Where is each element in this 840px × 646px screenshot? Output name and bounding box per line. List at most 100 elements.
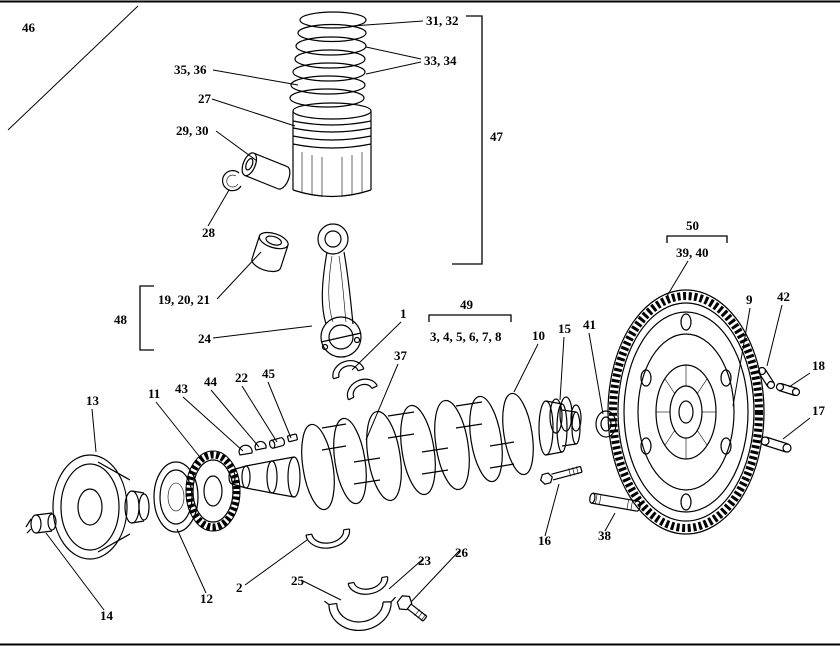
bracket-label-50: 50: [686, 218, 699, 233]
callout-label-17: 17: [812, 403, 826, 418]
callout-label-13: 13: [86, 393, 100, 408]
callout-label-3-4-5-6-7-8: 3, 4, 5, 6, 7, 8: [430, 329, 502, 344]
callout-label-16: 16: [538, 533, 552, 548]
leader-line-31-32: [351, 20, 424, 27]
small-end-bushing: [251, 231, 289, 273]
leader-line-17: [782, 417, 811, 440]
leader-line-26: [410, 550, 460, 603]
leader-line-46: [7, 5, 139, 131]
callout-label-14: 14: [100, 608, 114, 623]
leader-line-16: [544, 483, 560, 537]
callout-label-31-32: 31, 32: [426, 13, 459, 28]
leader-line-33-34: [365, 61, 422, 75]
leader-line-35-36: [212, 69, 299, 86]
callout-label-1: 1: [400, 306, 407, 321]
callout-label-25: 25: [291, 573, 305, 588]
front-bolt: [25, 512, 57, 534]
bracket-label-49: 49: [460, 297, 474, 312]
leader-line-13: [91, 408, 97, 453]
piston-pin: [241, 152, 291, 190]
leader-line-37: [365, 363, 399, 441]
leader-line-42: [766, 304, 783, 367]
callout-label-26: 26: [455, 545, 469, 560]
keys-and-pins: [238, 433, 298, 456]
callout-label-43: 43: [175, 381, 189, 396]
timing-gear: [185, 450, 241, 532]
leader-line-45: [267, 381, 292, 439]
callout-label-10: 10: [532, 328, 545, 343]
leader-line-9: [732, 307, 751, 407]
leader-line-2: [244, 539, 308, 586]
group-bracket-49: [428, 314, 512, 322]
leader-line-27: [211, 98, 296, 127]
bearing-cap: [324, 596, 396, 632]
leader-line-24: [212, 325, 313, 339]
leader-line-14: [45, 532, 105, 611]
callout-label-24: 24: [198, 331, 212, 346]
circlip: [221, 170, 242, 192]
leader-line-44: [210, 389, 260, 448]
flywheel-bolt: [540, 465, 583, 485]
leader-line-41: [588, 332, 604, 415]
callout-label-42: 42: [777, 289, 790, 304]
group-bracket-47: [452, 15, 483, 265]
bracket-label-48: 48: [114, 312, 128, 327]
callout-label-29-30: 29, 30: [176, 123, 209, 138]
front-pulley-hub: [52, 454, 150, 560]
callout-label-39-40: 39, 40: [676, 245, 709, 260]
callout-label-27: 27: [198, 91, 212, 106]
flywheel: [607, 289, 765, 535]
leader-line-11: [155, 401, 200, 457]
leader-line-23: [388, 558, 424, 590]
callout-label-22: 22: [235, 370, 248, 385]
thrust-washers: [549, 396, 582, 434]
cap-shell: [347, 575, 389, 595]
callout-label-18: 18: [812, 358, 826, 373]
leader-line-10: [513, 343, 539, 393]
callout-label-12: 12: [200, 591, 213, 606]
leader-line-29-30: [215, 130, 258, 162]
callout-label-35-36: 35, 36: [174, 62, 207, 77]
leader-line-28: [207, 189, 230, 227]
leader-line-43: [182, 396, 244, 452]
rod-bearing-shells: [332, 359, 378, 401]
leader-line-39-40: [666, 260, 689, 297]
lock-link-plates: [757, 366, 801, 453]
leader-line-38: [604, 512, 616, 532]
callout-label-46: 46: [22, 20, 36, 35]
callout-layer: 46 31, 32 33, 34 35, 36 27 29, 30 28 39, 40 19, …: [7, 5, 826, 623]
callout-label-23: 23: [418, 553, 432, 568]
callout-label-45: 45: [262, 366, 276, 381]
leader-line-12: [176, 528, 207, 594]
leader-line-25: [300, 579, 342, 601]
piston: [292, 102, 372, 198]
callout-label-9: 9: [746, 292, 753, 307]
group-bracket-50: [666, 235, 728, 243]
callout-label-37: 37: [394, 348, 408, 363]
callout-label-33-34: 33, 34: [424, 53, 457, 68]
callout-label-41: 41: [583, 317, 596, 332]
oil-seal: [153, 461, 199, 533]
callout-label-28: 28: [202, 225, 216, 240]
leader-line-15: [559, 336, 565, 401]
bracket-label-47: 47: [490, 129, 504, 144]
cap-bolt: [396, 595, 428, 622]
piston-rings: [289, 11, 367, 108]
callout-label-15: 15: [558, 321, 572, 336]
leader-line-18: [788, 372, 811, 388]
leader-line-19-20-21: [216, 251, 262, 300]
leader-line-22: [241, 385, 278, 443]
callout-label-2: 2: [236, 580, 243, 595]
leader-line-33-34: [365, 46, 422, 60]
callout-label-38: 38: [598, 528, 612, 543]
group-bracket-48: [139, 285, 154, 351]
callout-label-44: 44: [204, 374, 218, 389]
leader-line-1: [351, 321, 402, 371]
callout-label-19-20-21: 19, 20, 21: [158, 292, 210, 307]
main-bearing-shell: [305, 528, 351, 549]
connecting-rod: [317, 223, 362, 358]
